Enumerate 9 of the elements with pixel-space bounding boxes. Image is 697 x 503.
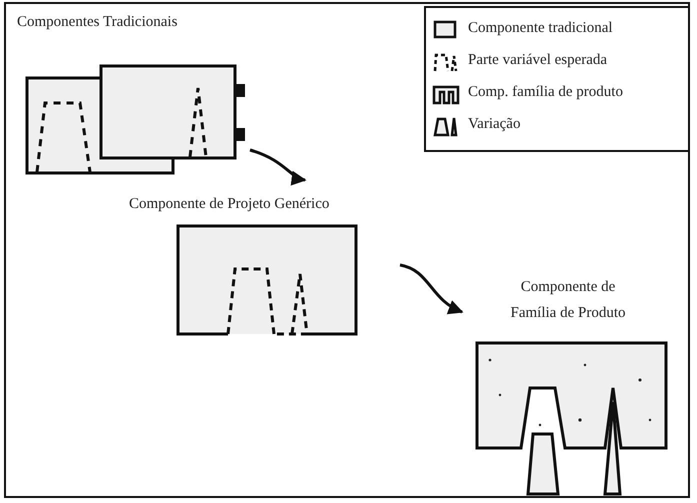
component-heading: Componente de Projeto Genérico	[129, 196, 330, 213]
component-heading: Componente de Família de Produto	[510, 278, 626, 323]
legend-label: Componente tradicional	[468, 20, 613, 37]
legend-label: Variação	[468, 116, 520, 133]
component-heading: Componentes Tradicionais	[17, 14, 178, 31]
arrow	[400, 264, 464, 314]
legend-label: Parte variável esperada	[468, 52, 608, 69]
legend-label: Comp. família de produto	[468, 84, 623, 101]
arrow	[250, 148, 306, 184]
